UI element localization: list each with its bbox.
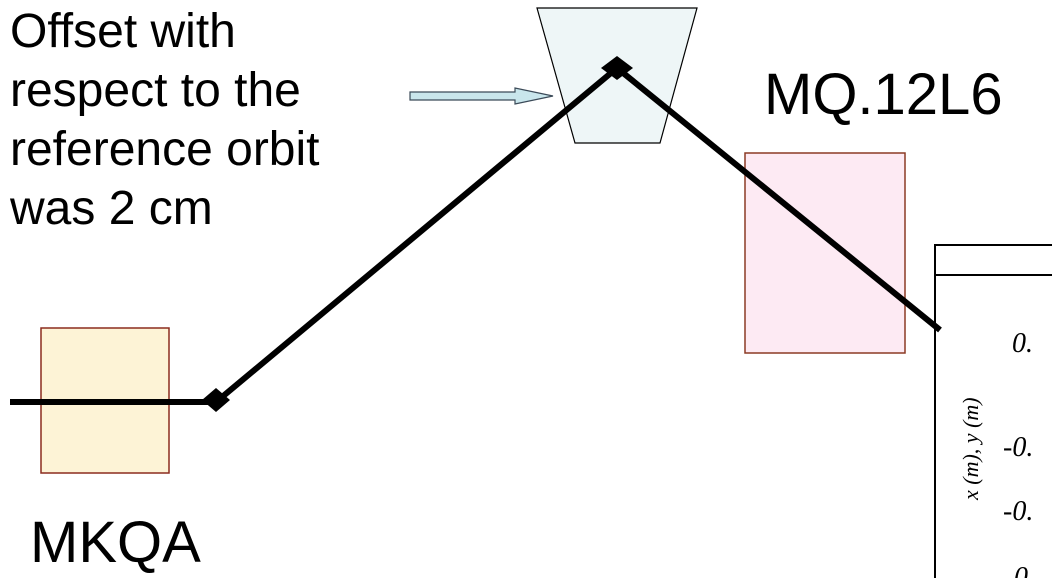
inset-plot-frame [934,244,1052,578]
mq-magnet-box [744,152,906,354]
kick-point-marker [202,388,230,412]
inset-tick-label: 0. [1014,562,1035,578]
inset-tick-label: -0. [1003,432,1033,463]
inset-plot-ylabel: x (m), y (m) [958,397,983,501]
offset-point-marker [601,56,633,80]
mkqa-magnet-label: MKQA [30,510,201,575]
orbit-trajectory [10,64,942,405]
offset-annotation-line-3: reference orbit [10,123,320,176]
inset-tick-label: -0. [1003,496,1033,527]
offset-annotation-line-1: Offset with [10,5,236,58]
mq-magnet-label: MQ.12L6 [764,62,1003,127]
offset-annotation-line-2: respect to the [10,64,301,117]
inset-plot: x (m), y (m) 0. -0. -0. 0. [934,244,1052,578]
offset-annotation: Offset with respect to the reference orb… [10,2,320,238]
pointer-arrow [409,87,554,105]
inset-tick-label: 0. [1012,328,1033,359]
offset-annotation-line-4: was 2 cm [10,182,213,235]
